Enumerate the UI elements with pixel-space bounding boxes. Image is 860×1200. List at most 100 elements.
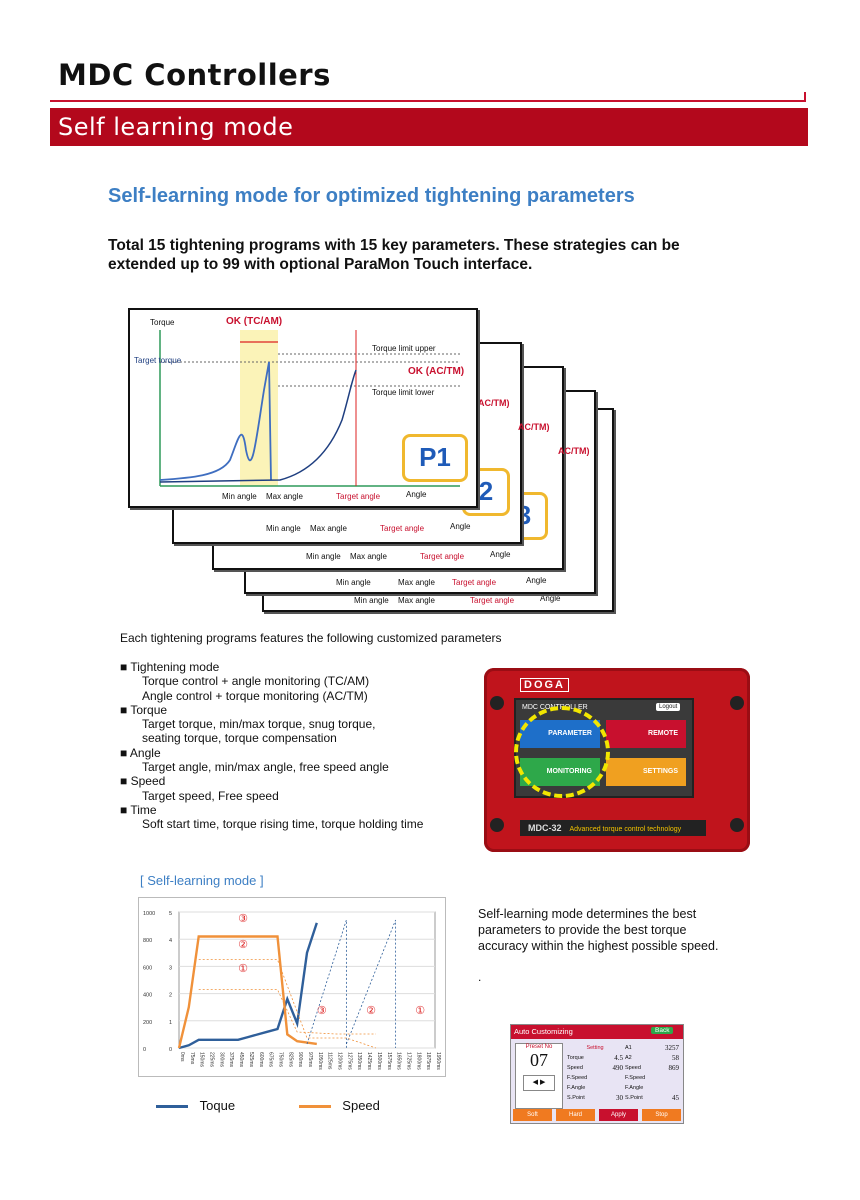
setting-row-label: F.Angle bbox=[567, 1085, 586, 1091]
x-tick: 75ms bbox=[189, 1052, 195, 1065]
device-screen: MDC CONTROLLER Logout PARAMETER REMOTE M… bbox=[514, 698, 694, 798]
setting-row-label: S.Point bbox=[567, 1095, 585, 1101]
y-right-tick: 3 bbox=[169, 965, 172, 971]
y-right-tick: 4 bbox=[169, 938, 172, 944]
ok-window bbox=[240, 330, 278, 486]
iteration-marker: ② bbox=[238, 939, 248, 951]
result-row-value: 869 bbox=[668, 1064, 680, 1072]
p1-min-angle: Min angle bbox=[222, 492, 257, 501]
header-rule bbox=[50, 100, 806, 102]
x-tick: 1425ms bbox=[366, 1052, 372, 1070]
x-tick: 675ms bbox=[268, 1052, 274, 1068]
card4-max-angle: Max angle bbox=[398, 578, 435, 587]
param-line: Target speed, Free speed bbox=[142, 788, 279, 803]
panel-buttons: Soft Hard Apply Stop bbox=[513, 1109, 681, 1121]
back-button[interactable]: Back bbox=[651, 1027, 674, 1034]
hard-button[interactable]: Hard bbox=[556, 1109, 595, 1121]
x-tick: 750ms bbox=[277, 1052, 283, 1068]
x-tick: 225ms bbox=[209, 1052, 215, 1068]
y-left-tick: 200 bbox=[143, 1020, 152, 1026]
x-tick: 1875ms bbox=[425, 1052, 431, 1070]
settings-tile[interactable]: SETTINGS bbox=[606, 758, 686, 786]
stop-button[interactable]: Stop bbox=[642, 1109, 681, 1121]
setting-label: Setting bbox=[586, 1045, 604, 1051]
x-tick: 1950ms bbox=[435, 1052, 441, 1070]
param-title: Tightening mode bbox=[130, 660, 220, 674]
x-tick: 375ms bbox=[228, 1052, 234, 1068]
param-title: Torque bbox=[130, 702, 168, 717]
preset-value: 07 bbox=[530, 1050, 548, 1070]
param-line: Target torque, min/max torque, snug torq… bbox=[142, 717, 376, 732]
result-row-value: 58 bbox=[672, 1054, 679, 1062]
self-learning-dot: . bbox=[478, 970, 482, 984]
setting-row-label: Speed bbox=[567, 1065, 583, 1071]
x-tick: 1725ms bbox=[405, 1052, 411, 1070]
plot-area bbox=[178, 911, 436, 1049]
header-tick bbox=[804, 92, 806, 102]
iteration-marker: ① bbox=[415, 1005, 425, 1017]
section-heading: Self-learning mode for optimized tighten… bbox=[108, 185, 635, 207]
screw-icon bbox=[490, 818, 504, 832]
program-card-1: Torque OK (TC/AM) Target torque Torque l… bbox=[128, 308, 478, 508]
param-title: Time bbox=[130, 802, 157, 817]
dashed-highlight-circle bbox=[514, 706, 610, 798]
x-tick: 150ms bbox=[199, 1052, 205, 1068]
preset-box: Preset No 07 ◀ ▶ bbox=[515, 1043, 563, 1109]
soft-button[interactable]: Soft bbox=[513, 1109, 552, 1121]
legend-speed-swatch bbox=[298, 1105, 331, 1109]
param-group-tightening: ■ Tightening mode Torque control + angle… bbox=[120, 660, 460, 703]
screw-icon bbox=[730, 696, 744, 710]
x-tick: 600ms bbox=[258, 1052, 264, 1068]
preset-arrows[interactable]: ◀ ▶ bbox=[523, 1075, 555, 1091]
result-row-label: A1 bbox=[625, 1045, 632, 1051]
param-group-time: ■ Time Soft start time, torque rising ti… bbox=[120, 803, 460, 832]
section-banner bbox=[50, 108, 808, 146]
chart-legend: Toque Speed bbox=[156, 1098, 380, 1113]
logout-button[interactable]: Logout bbox=[656, 703, 681, 711]
intro-text: Total 15 tightening programs with 15 key… bbox=[108, 237, 680, 273]
torque-curve-graph bbox=[159, 330, 460, 487]
param-title: Speed bbox=[130, 774, 166, 789]
apply-button[interactable]: Apply bbox=[599, 1109, 638, 1121]
card4-angle: Angle bbox=[526, 576, 547, 585]
setting-row-value: 30 bbox=[616, 1094, 623, 1102]
p1-max-angle: Max angle bbox=[266, 492, 303, 501]
param-line: Angle control + torque monitoring (AC/TM… bbox=[142, 688, 368, 703]
setting-row: F.Speed bbox=[567, 1073, 623, 1083]
result-row: F.Angle bbox=[625, 1083, 679, 1093]
x-tick: 975ms bbox=[307, 1052, 313, 1068]
p1-ok-ac-tm: OK (AC/TM) bbox=[408, 366, 465, 377]
parameters-intro: Each tightening programs features the fo… bbox=[120, 631, 502, 645]
card2-angle: Angle bbox=[450, 522, 471, 531]
x-tick: 1200ms bbox=[337, 1052, 343, 1070]
preset-label: Preset No bbox=[525, 1044, 553, 1050]
banner-title: Self learning mode bbox=[58, 113, 294, 141]
param-line: Target angle, min/max angle, free speed … bbox=[142, 760, 389, 775]
card3-angle: Angle bbox=[490, 550, 511, 559]
x-tick: 1125ms bbox=[327, 1052, 333, 1070]
x-tick: 1575ms bbox=[386, 1052, 392, 1070]
x-tick: 525ms bbox=[248, 1052, 254, 1068]
card2-min-angle: Min angle bbox=[266, 524, 301, 533]
y-left-tick: 1000 bbox=[143, 911, 155, 917]
remote-tile[interactable]: REMOTE bbox=[606, 720, 686, 748]
panel-header bbox=[511, 1025, 683, 1039]
y-left-tick: 600 bbox=[143, 965, 152, 971]
card5-min-angle: Min angle bbox=[354, 596, 389, 605]
param-group-torque: ■ Torque Target torque, min/max torque, … bbox=[120, 703, 460, 746]
x-tick: 300ms bbox=[218, 1052, 224, 1068]
iteration-marker: ① bbox=[238, 963, 248, 975]
x-tick: 1800ms bbox=[415, 1052, 421, 1070]
param-group-angle: ■ Angle Target angle, min/max angle, fre… bbox=[120, 746, 460, 775]
iteration-marker: ② bbox=[366, 1005, 376, 1017]
panel-title: Auto Customizing bbox=[514, 1027, 573, 1036]
card4-min-angle: Min angle bbox=[336, 578, 371, 587]
result-row-value: 45 bbox=[672, 1094, 679, 1102]
